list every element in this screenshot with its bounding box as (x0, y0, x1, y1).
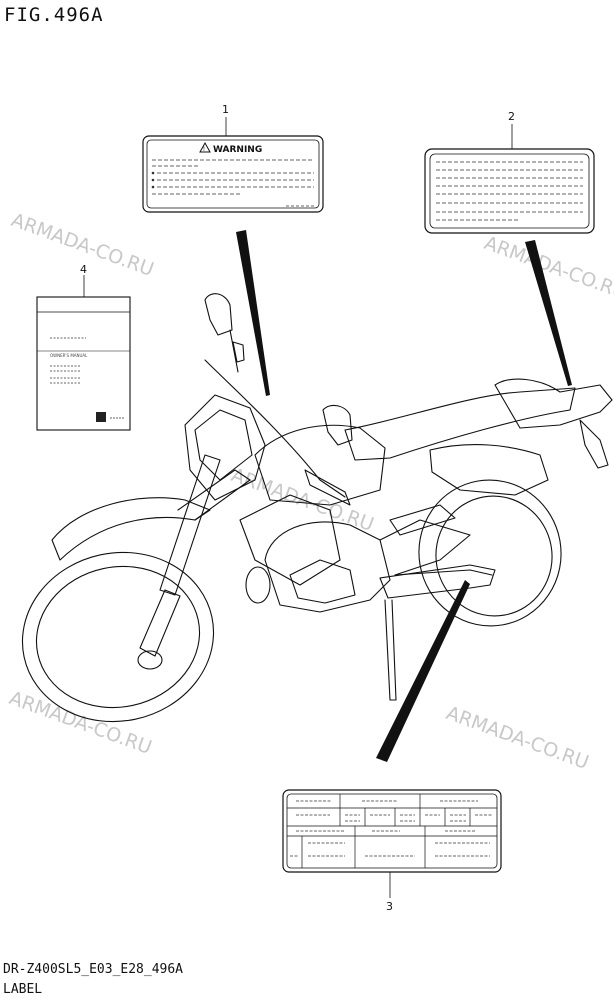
watermark-text: ARMADA-CO.RU (6, 687, 154, 759)
figure-code: DR-Z400SL5_E03_E28_496A (3, 962, 184, 977)
leader-arrows (236, 230, 572, 762)
warning-heading: WARNING (213, 145, 262, 155)
front-fork (159, 454, 221, 596)
exhaust (389, 504, 456, 536)
manual-text: OWNER'S MANUAL (50, 353, 88, 358)
leader-3 (376, 580, 470, 762)
engine (264, 521, 391, 613)
watermark-text: ARMADA-CO.RU (443, 702, 591, 774)
frame (379, 519, 471, 576)
handlebar (204, 359, 346, 498)
radiator-shroud (239, 494, 341, 586)
callout-3: 3 (386, 900, 393, 913)
rear-wheel (418, 479, 562, 627)
brand-logo-icon (96, 412, 106, 422)
side-cover (429, 444, 549, 496)
figure-description: LABEL (3, 982, 43, 997)
front-fender (51, 497, 211, 561)
figure-title: FIG.496A (4, 4, 104, 26)
mirror-right (322, 404, 353, 446)
fuel-tank (254, 424, 386, 506)
leader-2 (525, 240, 572, 386)
mirror-left (204, 293, 233, 336)
rear-fender (494, 378, 613, 429)
leader-1 (236, 230, 270, 396)
callout-1: 1 (222, 103, 229, 116)
headlight-cowl (184, 394, 266, 501)
seat (344, 387, 576, 461)
callout-2: 2 (508, 110, 515, 123)
label-2[interactable] (424, 148, 595, 234)
swingarm (379, 564, 496, 599)
callout-4: 4 (80, 263, 87, 276)
side-stand (384, 599, 397, 701)
svg-text:!: ! (203, 146, 205, 153)
front-wheel (21, 551, 215, 723)
motorcycle-illustration (21, 293, 613, 723)
owners-manual[interactable]: OWNER'S MANUAL (36, 296, 131, 431)
label-3-table[interactable] (282, 789, 502, 873)
warning-triangle-icon (199, 141, 211, 153)
warning-label[interactable]: ! WARNING (142, 135, 324, 213)
